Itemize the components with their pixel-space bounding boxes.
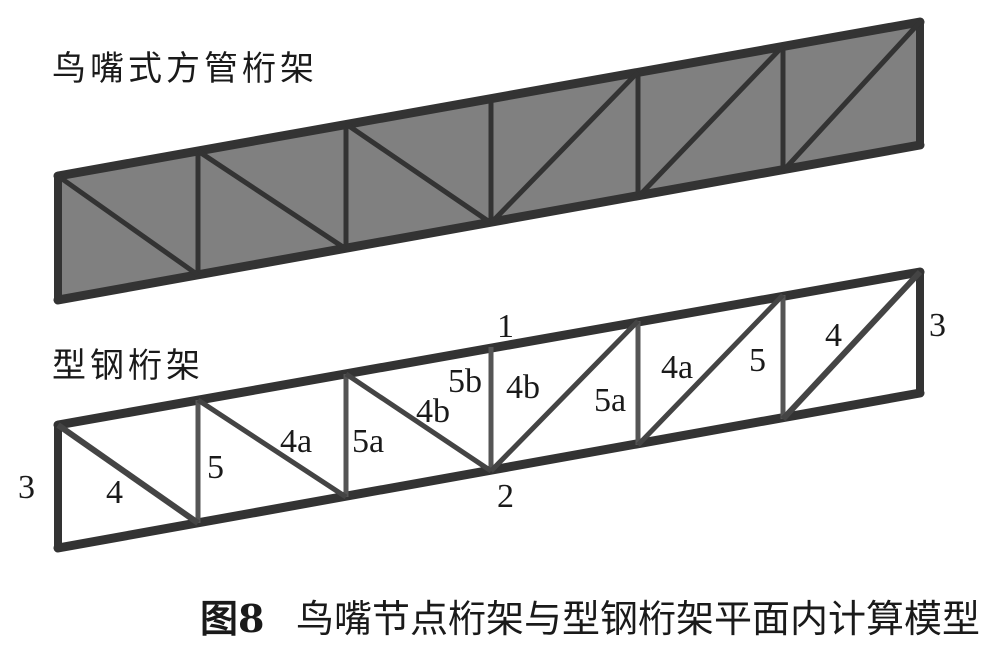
member-label: 4a bbox=[280, 423, 312, 460]
diagonal-member bbox=[489, 70, 640, 225]
member-label: 5a bbox=[594, 382, 626, 419]
bird-beak-truss bbox=[53, 17, 925, 305]
member-label: 5 bbox=[207, 449, 224, 486]
diagonal-member bbox=[489, 319, 640, 473]
member-label: 5a bbox=[352, 423, 384, 460]
diagonal-member bbox=[636, 293, 785, 447]
diagonal-member bbox=[781, 20, 922, 173]
profile-steel-truss bbox=[53, 267, 925, 553]
diagonal-member bbox=[344, 371, 493, 474]
diagonal-member bbox=[780, 269, 923, 422]
bottom-truss-label: 型钢桁架 bbox=[52, 346, 204, 386]
member-label: 4 bbox=[825, 317, 842, 354]
member-label: 4 bbox=[106, 474, 123, 511]
member-label: 3 bbox=[929, 307, 946, 344]
diagonal-member bbox=[636, 44, 785, 199]
member-label: 4b bbox=[416, 393, 450, 430]
member-label: 5b bbox=[448, 363, 482, 400]
member-label: 1 bbox=[497, 308, 514, 345]
diagonal-member bbox=[196, 397, 348, 500]
member-label: 3 bbox=[18, 469, 35, 506]
member-label: 5 bbox=[749, 342, 766, 379]
diagonal-member bbox=[196, 148, 348, 252]
diagonal-member bbox=[344, 121, 493, 226]
diagonal-member bbox=[56, 422, 200, 526]
member-label: 4b bbox=[506, 369, 540, 406]
figure-caption: 鸟嘴节点桁架与型钢桁架平面内计算模型 bbox=[296, 597, 980, 641]
member-label: 4a bbox=[661, 349, 693, 386]
member-label: 2 bbox=[497, 478, 514, 515]
top-truss-label: 鸟嘴式方管桁架 bbox=[52, 49, 318, 89]
diagonal-member bbox=[56, 173, 200, 278]
figure-number: 图8 bbox=[200, 596, 264, 641]
